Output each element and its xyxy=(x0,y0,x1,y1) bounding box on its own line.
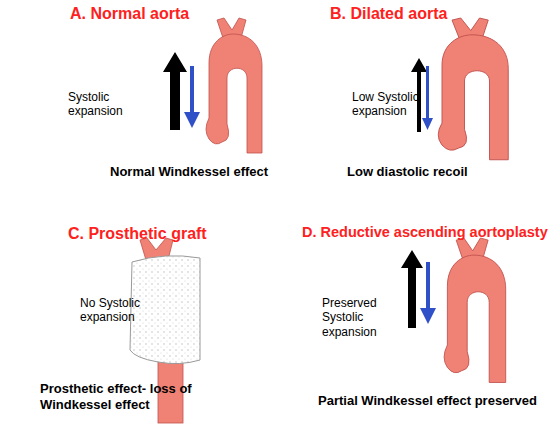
systolic-arrow xyxy=(163,52,187,130)
aorta-dilated xyxy=(438,18,508,160)
recoil-arrow xyxy=(422,66,433,130)
panel-title: A. Normal aorta xyxy=(70,4,189,23)
aorta-reduced xyxy=(444,238,506,382)
panel-title: B. Dilated aorta xyxy=(330,4,447,23)
systolic-arrow xyxy=(401,250,423,328)
prosthetic-graft xyxy=(130,256,200,364)
panel-title: D. Reductive ascending aortoplasty xyxy=(302,224,548,241)
aorta-normal xyxy=(206,18,262,153)
annotation: Systolic expansion xyxy=(68,90,140,119)
annotation: Preserved Systolic expansion xyxy=(322,296,402,339)
effect-caption: Low diastolic recoil xyxy=(347,164,468,180)
recoil-arrow xyxy=(420,262,436,324)
panel-title: C. Prosthetic graft xyxy=(68,224,207,243)
annotation: Low Systolic expansion xyxy=(352,90,428,119)
effect-caption: Partial Windkessel effect preserved xyxy=(318,393,537,409)
recoil-arrow xyxy=(184,66,200,128)
effect-caption: Normal Windkessel effect xyxy=(110,164,268,180)
effect-caption: Prosthetic effect- loss of Windkessel ef… xyxy=(40,381,210,412)
annotation: No Systolic expansion xyxy=(80,296,152,325)
